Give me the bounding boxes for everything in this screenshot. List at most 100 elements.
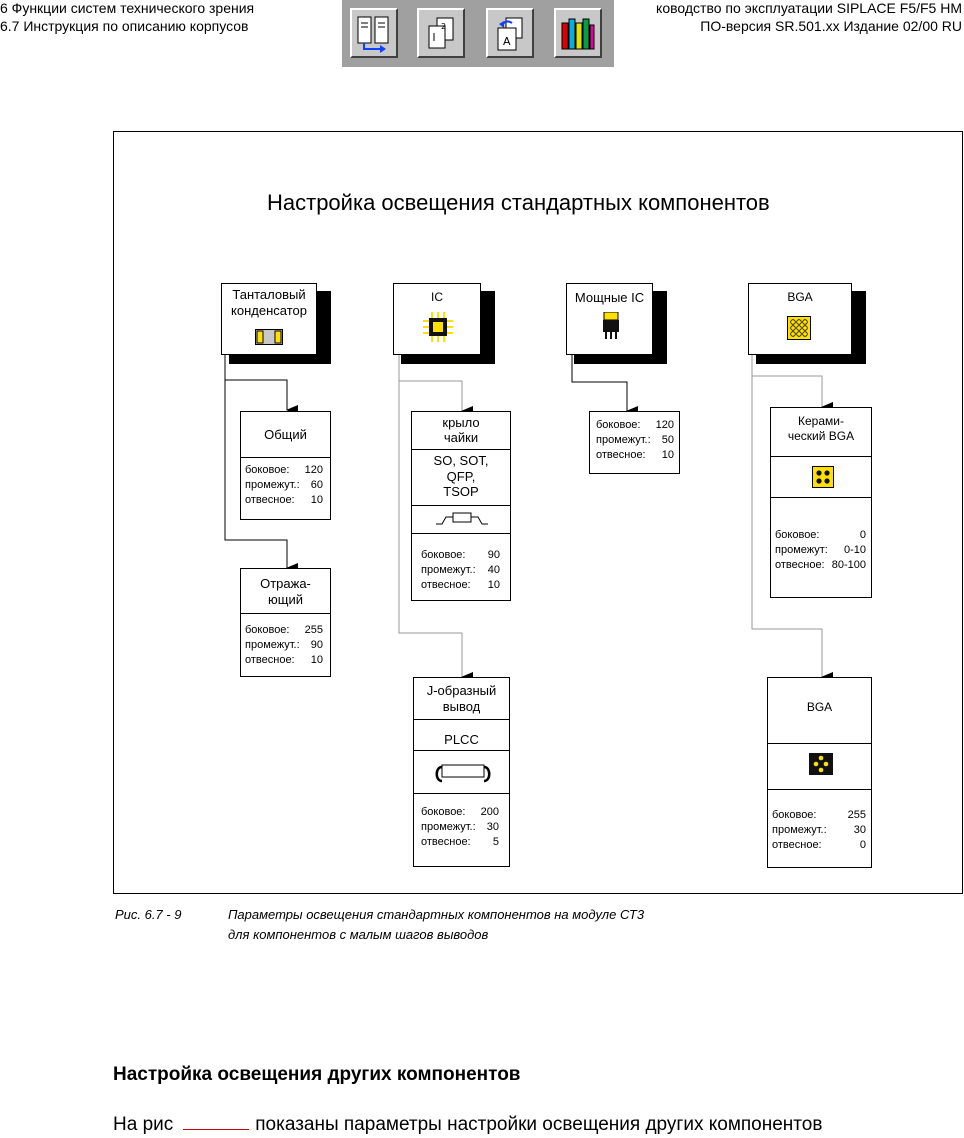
divider bbox=[414, 750, 509, 751]
box-title-line1: крыло bbox=[442, 415, 480, 430]
value-vertical: 10 bbox=[310, 494, 323, 506]
value-vertical: 80-100 bbox=[831, 559, 866, 571]
label-side: боковое: bbox=[596, 419, 641, 431]
back-page-button[interactable]: A bbox=[486, 8, 534, 58]
value-gap: 30 bbox=[853, 824, 866, 836]
value-vertical: 0 bbox=[859, 839, 866, 851]
library-button[interactable] bbox=[554, 8, 602, 58]
figure-caption-line2: для компонентов с малым шагов выводов bbox=[228, 927, 489, 942]
divider bbox=[412, 505, 510, 506]
value-gap: 60 bbox=[310, 479, 323, 491]
label-gap: промежут.: bbox=[772, 824, 827, 836]
paragraph-end: показаны параметры настройки освещения д… bbox=[255, 1114, 823, 1135]
box-title-line2: вывод bbox=[442, 699, 481, 714]
box-title: BGA bbox=[806, 700, 833, 714]
value-gap: 50 bbox=[661, 434, 674, 446]
label-vertical: отвесное: bbox=[596, 449, 646, 461]
label-vertical: отвесное: bbox=[421, 579, 471, 591]
tantal-capacitor-icon bbox=[255, 329, 283, 345]
page-stack-icon: 2 bbox=[428, 17, 454, 49]
group-ic: IC bbox=[393, 283, 481, 355]
setting-box-gull-wing: крыло чайки SO, SOT, QFP, TSOP боковое: … bbox=[411, 411, 511, 601]
value-side: 120 bbox=[655, 419, 674, 431]
power-ic-icon bbox=[603, 312, 619, 339]
bga-grid-icon bbox=[787, 316, 811, 340]
group-label: Мощные IC bbox=[574, 290, 645, 305]
back-page-icon: A bbox=[497, 17, 523, 51]
group-label-line1: Танталовый bbox=[232, 287, 306, 302]
divider bbox=[414, 793, 509, 794]
group-label-line2: конденсатор bbox=[231, 303, 307, 318]
group-label: BGA bbox=[787, 290, 813, 304]
diagram-frame bbox=[113, 131, 963, 894]
value-gap: 90 bbox=[310, 639, 323, 651]
label-side: боковое: bbox=[245, 464, 290, 476]
ceramic-bga-icon bbox=[812, 466, 834, 488]
header-version: ПО-версия SR.501.xx Издание 02/00 RU bbox=[700, 18, 962, 34]
divider bbox=[768, 789, 871, 790]
divider bbox=[771, 497, 871, 498]
section-paragraph: На рис показаны параметры настройки освещ… bbox=[113, 1113, 822, 1136]
header-section: 6.7 Инструкция по описанию корпусов bbox=[0, 18, 249, 34]
header-chapter: 6 Функции систем технического зрения bbox=[0, 0, 255, 16]
label-side: боковое: bbox=[772, 809, 817, 821]
gull-wing-lead-icon bbox=[436, 512, 488, 525]
value-vertical: 10 bbox=[487, 579, 500, 591]
value-side: 120 bbox=[304, 464, 323, 476]
value-gap: 40 bbox=[487, 564, 500, 576]
figure-reference-blank bbox=[183, 1113, 250, 1130]
divider bbox=[241, 613, 330, 614]
label-vertical: отвесное: bbox=[245, 654, 295, 666]
j-lead-icon bbox=[435, 764, 491, 783]
figure-caption-line1: Параметры освещения стандартных компонен… bbox=[228, 907, 645, 922]
paragraph-start: На рис bbox=[113, 1114, 174, 1135]
label-side: боковое: bbox=[421, 549, 466, 561]
divider bbox=[768, 743, 871, 744]
package-line1: SO, SOT, bbox=[433, 453, 489, 468]
box-title-line1: Керами- bbox=[798, 414, 844, 428]
value-vertical: 10 bbox=[661, 449, 674, 461]
value-side: 200 bbox=[480, 806, 499, 818]
svg-text:2: 2 bbox=[441, 22, 446, 31]
svg-text:A: A bbox=[503, 35, 511, 48]
setting-box-power-ic: боковое: промежут.: отвесное: 120 50 10 bbox=[589, 411, 680, 474]
label-gap: промежут.: bbox=[421, 821, 476, 833]
box-title-line1: Отража- bbox=[260, 576, 311, 591]
ic-chip-icon bbox=[423, 312, 453, 342]
divider bbox=[414, 719, 509, 720]
divider bbox=[412, 449, 510, 450]
section-jump-button[interactable] bbox=[350, 8, 398, 58]
setting-box-reflective: Отража- ющий боковое: промежут.: отвесно… bbox=[240, 568, 331, 677]
figure-number: Рис. 6.7 - 9 bbox=[115, 907, 182, 922]
library-books-icon bbox=[561, 18, 595, 50]
divider bbox=[771, 456, 871, 457]
value-vertical: 10 bbox=[310, 654, 323, 666]
setting-box-ceramic-bga: Керами- ческий BGA боковое: промежут: от… bbox=[770, 407, 872, 598]
value-gap: 0-10 bbox=[843, 544, 866, 556]
setting-box-general: Общий боковое: промежут.: отвесное: 120 … bbox=[240, 411, 331, 520]
value-side: 255 bbox=[847, 809, 866, 821]
setting-box-bga: BGA боковое: промежут.: отвесное: 255 30… bbox=[767, 677, 872, 868]
section-jump-icon bbox=[357, 16, 389, 53]
group-power-ic: Мощные IC bbox=[566, 283, 653, 355]
header-manual-title: ководство по эксплуатации SIPLACE F5/F5 … bbox=[656, 0, 962, 16]
label-gap: промежут: bbox=[775, 544, 828, 556]
label-gap: промежут.: bbox=[421, 564, 476, 576]
pages-button[interactable]: 2 bbox=[417, 8, 465, 58]
group-tantal-capacitor: Танталовый конденсатор bbox=[221, 283, 317, 355]
divider bbox=[412, 533, 510, 534]
label-vertical: отвесное: bbox=[772, 839, 822, 851]
label-side: боковое: bbox=[775, 529, 820, 541]
section-heading: Настройка освещения других компонентов bbox=[113, 1064, 521, 1085]
box-title-line2: ческий BGA bbox=[787, 429, 855, 443]
value-side: 0 bbox=[859, 529, 866, 541]
label-gap: промежут.: bbox=[596, 434, 651, 446]
divider bbox=[241, 457, 330, 458]
value-vertical: 5 bbox=[492, 836, 499, 848]
package-line2: QFP, bbox=[446, 469, 476, 484]
value-side: 90 bbox=[487, 549, 500, 561]
bga-icon bbox=[809, 753, 833, 775]
label-vertical: отвесное: bbox=[421, 836, 471, 848]
label-vertical: отвесное: bbox=[775, 559, 825, 571]
